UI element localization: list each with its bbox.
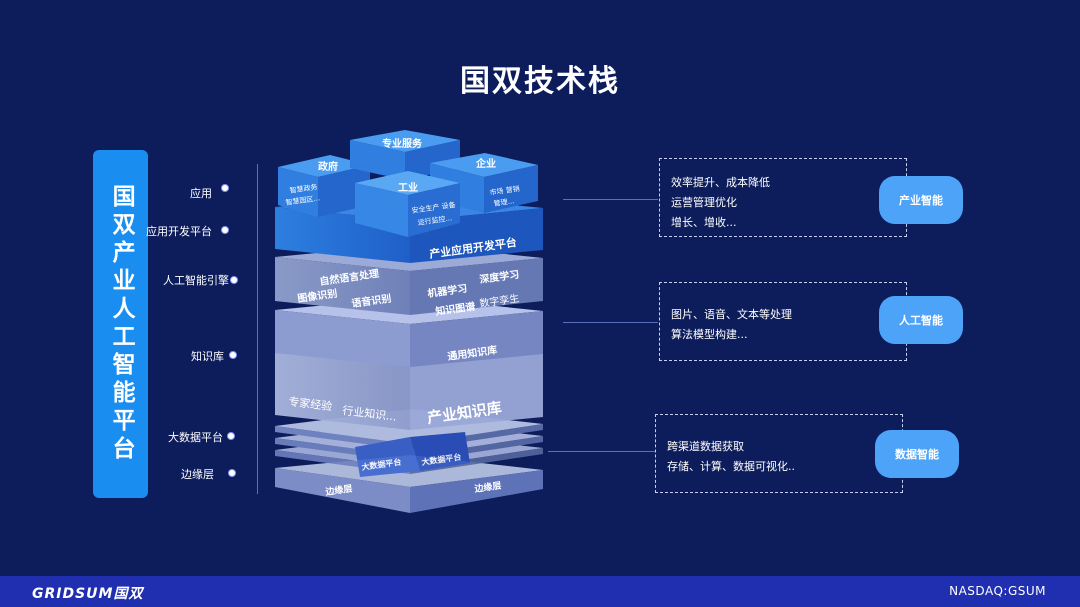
layer-label-bigdata: 大数据平台	[168, 431, 223, 444]
layer-label-edge: 边缘层	[181, 468, 214, 481]
group-industry-line-3: 增长、增收...	[671, 216, 737, 229]
layer-dot-edge	[228, 469, 236, 477]
pill-ai: 人工智能	[879, 296, 963, 344]
platform-label: 国双产业人工智能平台	[108, 184, 135, 464]
block-gongye-title: 工业	[398, 181, 418, 194]
pill-industry: 产业智能	[879, 176, 963, 224]
group-ai-line-1: 图片、语音、文本等处理	[671, 308, 792, 321]
layer-dot-app	[221, 184, 229, 192]
footer-bar: GRIDSUM国双 NASDAQ:GSUM	[0, 576, 1080, 607]
pill-data: 数据智能	[875, 430, 959, 478]
group-ai-line-2: 算法模型构建...	[671, 328, 748, 341]
layer-dot-ai	[230, 276, 238, 284]
footer-logo: GRIDSUM国双	[32, 586, 144, 602]
industry-kb-expert: 专家经验	[288, 394, 333, 413]
block-qiye-sub2: 管理...	[493, 196, 515, 208]
connector-data	[548, 451, 655, 452]
group-industry-line-1: 效率提升、成本降低	[671, 176, 770, 189]
platform-bar: 国双产业人工智能平台	[93, 150, 148, 498]
tech-stack-diagram: 边缘层 边缘层 大数据平台 大数据平台 专家经验 行业知识... 产业知识库 通…	[275, 130, 543, 513]
layer-label-appdev: 应用开发平台	[146, 225, 212, 238]
layer-label-ai: 人工智能引擎	[163, 274, 229, 287]
group-industry-line-2: 运营管理优化	[671, 196, 737, 209]
group-data-line-1: 跨渠道数据获取	[667, 440, 744, 453]
page-title: 国双技术栈	[460, 64, 620, 99]
footer-ticker: NASDAQ:GSUM	[949, 584, 1046, 598]
layer-dot-kb	[229, 351, 237, 359]
block-zhengfu-sub1: 智慧政务	[289, 182, 318, 195]
connector-industry	[563, 199, 658, 200]
group-data-line-2: 存储、计算、数据可视化..	[667, 460, 795, 473]
edge-label-left: 边缘层	[324, 482, 353, 498]
layer-label-app: 应用	[190, 187, 212, 200]
layer-dot-appdev	[221, 226, 229, 234]
block-zhengfu-title: 政府	[318, 160, 338, 173]
connector-ai	[563, 322, 658, 323]
layer-label-kb: 知识库	[191, 350, 224, 363]
industry-kb-domain: 行业知识...	[342, 403, 398, 424]
block-qiye-title: 企业	[475, 157, 496, 170]
block-qiye-sub1: 市场 营销	[489, 184, 520, 197]
edge-label-right: 边缘层	[473, 479, 502, 495]
layer-axis-line	[257, 164, 258, 494]
block-zhuanye-title: 专业服务	[382, 137, 423, 150]
app-blocks: 政府 智慧政务 智慧园区... 专业服务 企业 市场 营销 管理... 工业 安…	[278, 130, 538, 237]
layer-dot-bigdata	[227, 432, 235, 440]
